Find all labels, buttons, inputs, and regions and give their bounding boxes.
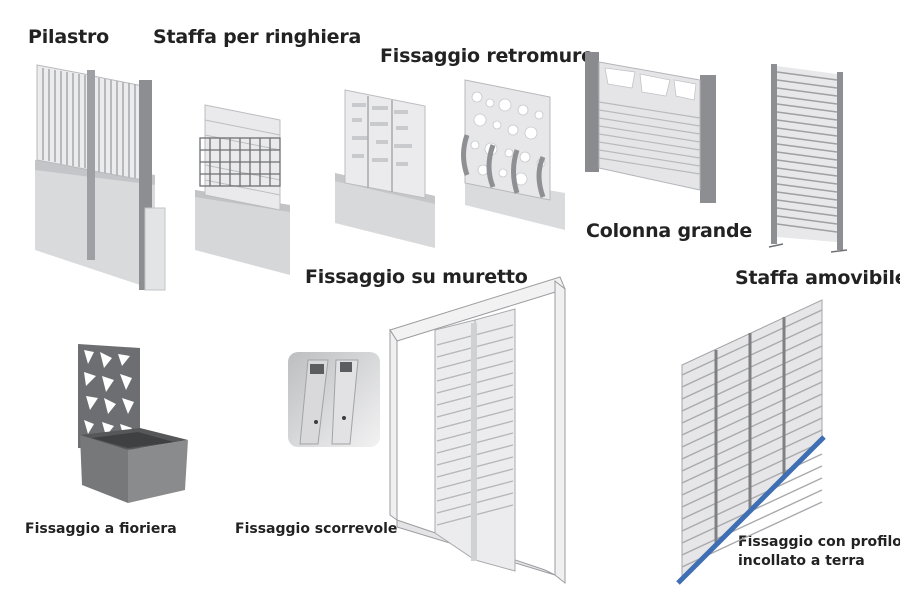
label-fissaggio-fioriera: Fissaggio a fioriera	[25, 521, 177, 537]
label-staffa-ringhiera: Staffa per ringhiera	[153, 26, 362, 48]
fissaggio-scorrevole-illustration	[385, 275, 570, 585]
label-fissaggio-muretto: Fissaggio su muretto	[305, 266, 528, 288]
label-staffa-amovibile: Staffa amovibile	[735, 267, 900, 289]
fissaggio-retromuro-illustration	[455, 75, 570, 235]
pilastro-illustration	[25, 60, 175, 295]
label-fissaggio-scorrevole: Fissaggio scorrevole	[235, 521, 398, 537]
label-fissaggio-profilo-line1: Fissaggio con profilo	[738, 534, 900, 550]
fissaggio-fioriera-illustration	[70, 340, 195, 505]
staffa-ringhiera-illustration	[190, 100, 295, 280]
label-fissaggio-profilo-line2: incollato a terra	[738, 553, 865, 569]
label-pilastro: Pilastro	[28, 26, 109, 48]
colonna-grande-illustration	[580, 50, 725, 205]
fissaggio-profilo-illustration	[672, 295, 832, 590]
staffa-amovibile-illustration	[765, 62, 855, 262]
label-colonna-grande: Colonna grande	[586, 220, 753, 242]
fissaggio-scorrevole-detail	[288, 352, 380, 447]
fissaggio-muretto-illustration	[330, 88, 440, 253]
label-fissaggio-retromuro: Fissaggio retromuro	[380, 45, 595, 67]
